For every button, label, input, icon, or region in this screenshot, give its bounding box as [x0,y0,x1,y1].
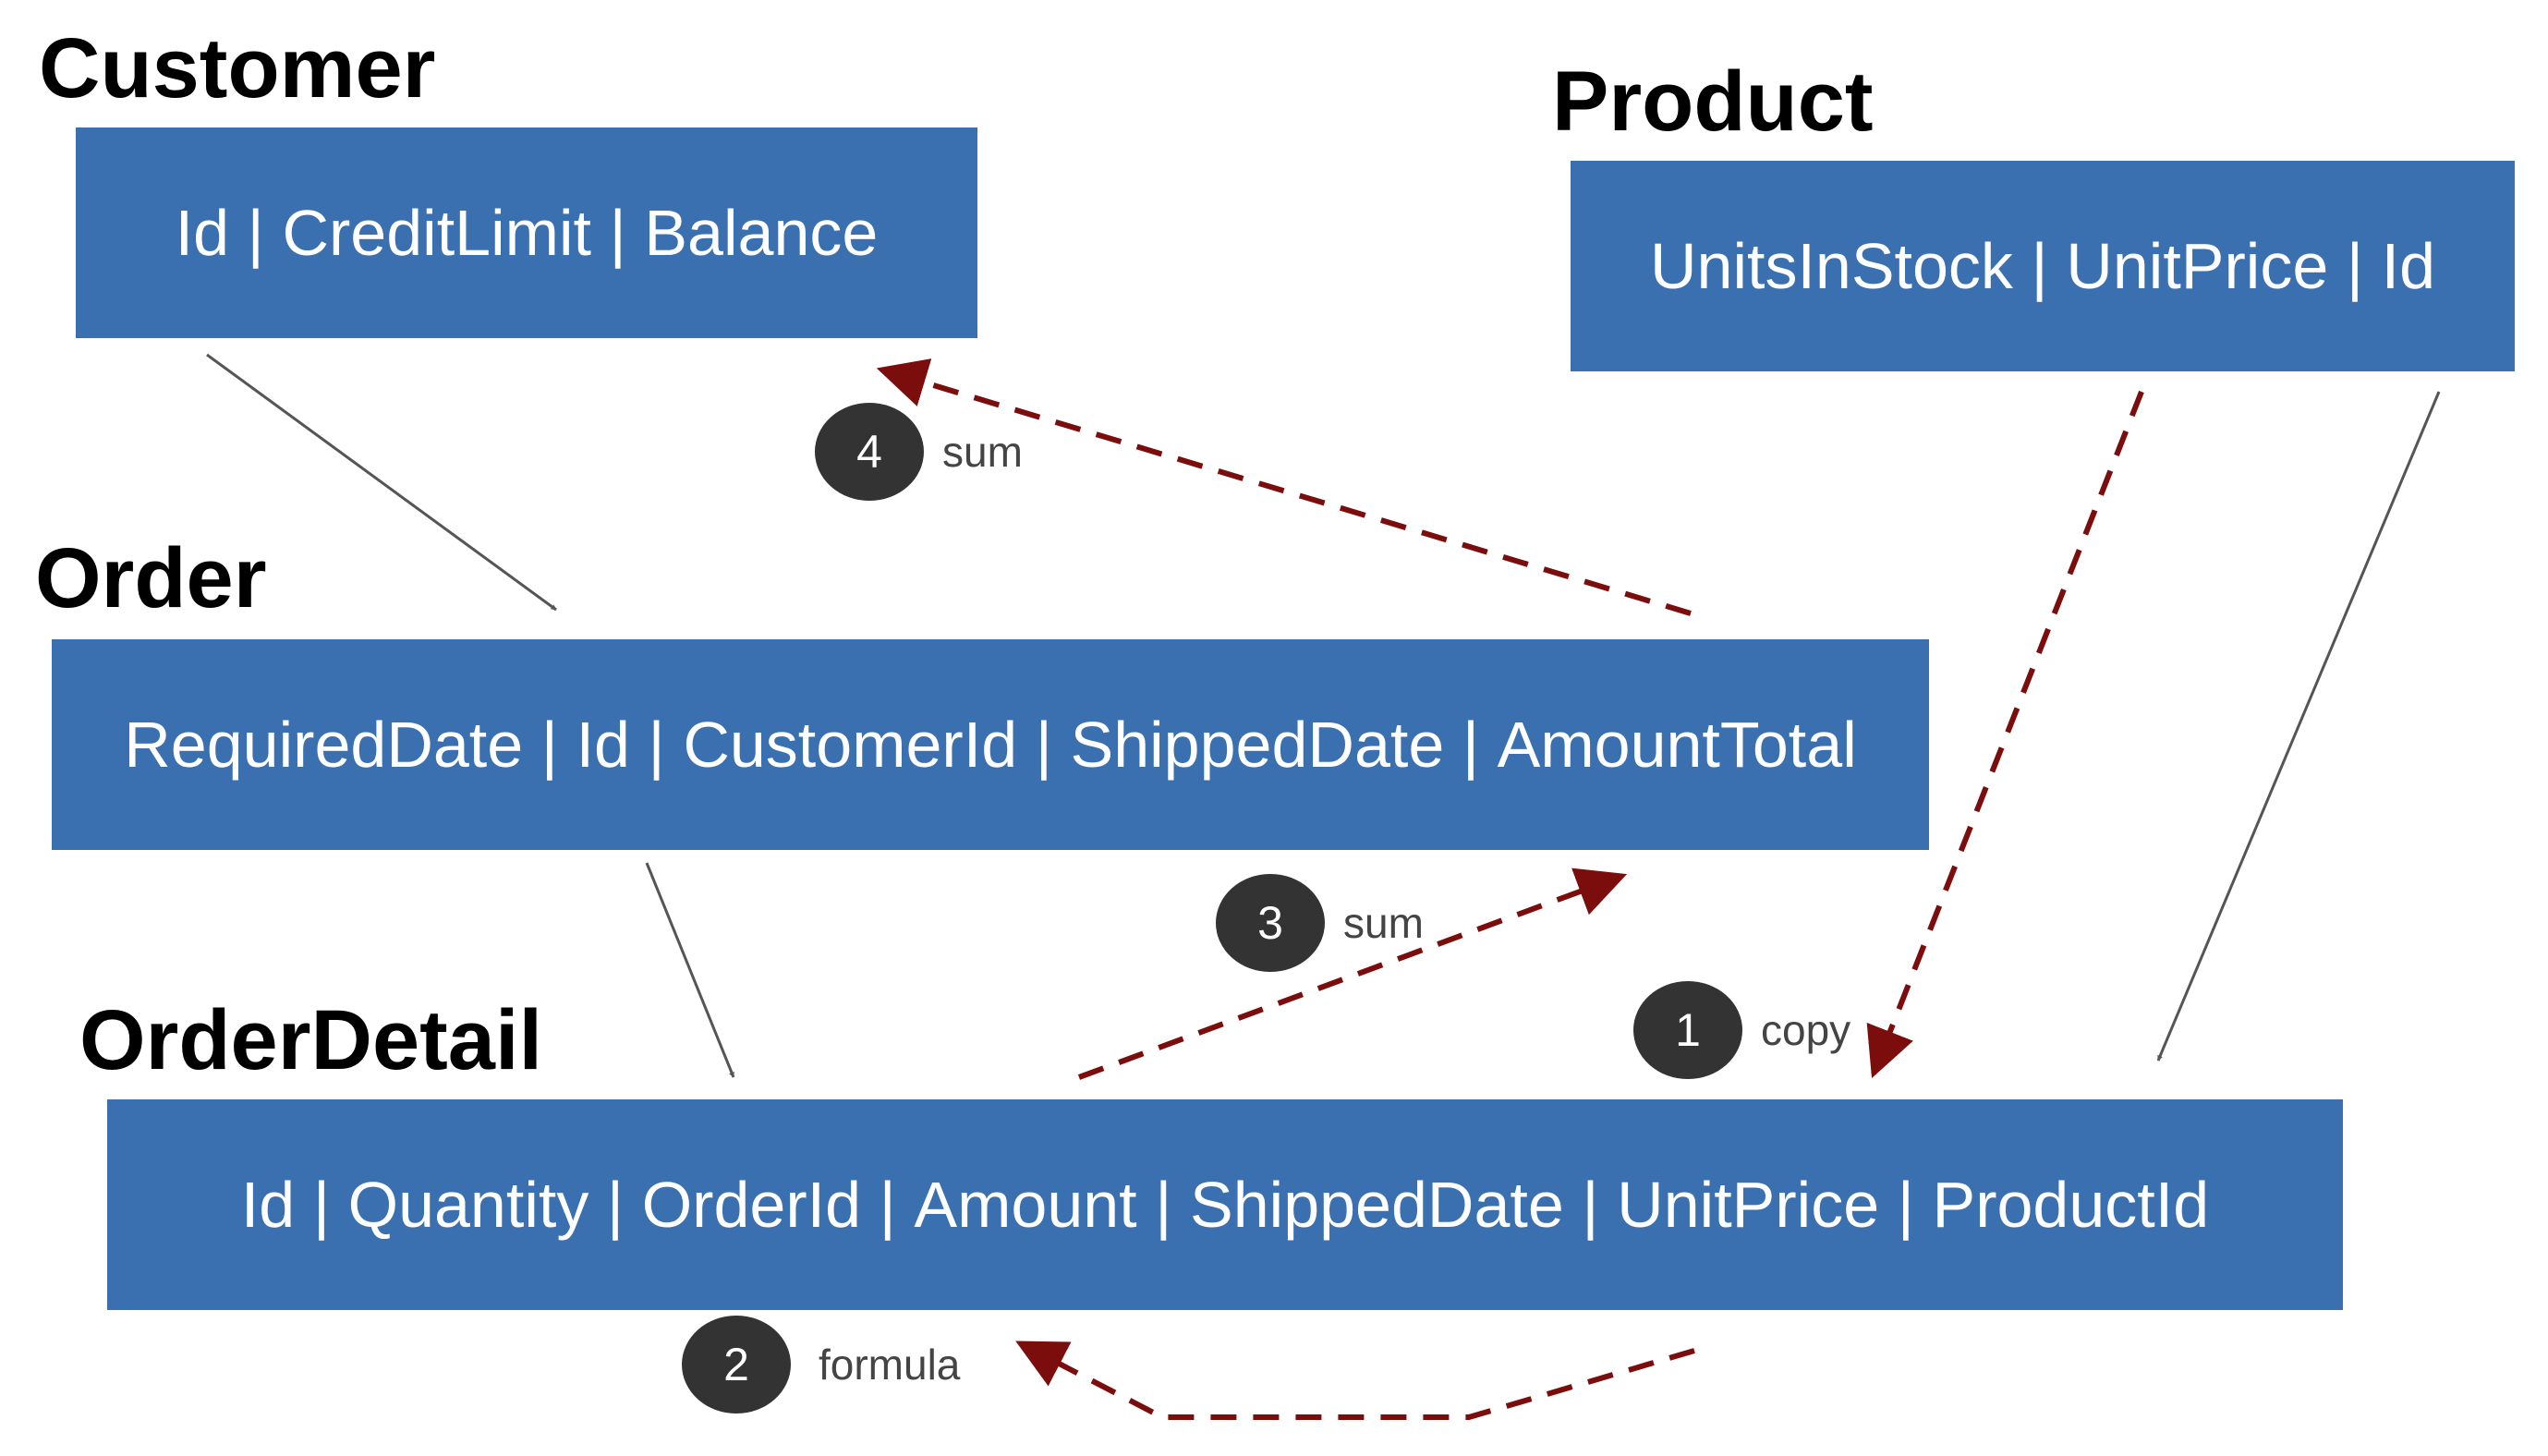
order-entity-title: Order [35,531,267,625]
field-unitprice: UnitPrice [2066,230,2329,302]
field-requireddate: RequiredDate [124,709,524,781]
field-separator: | [879,1169,896,1241]
step-2-formula: 2 formula [682,1316,960,1414]
field-unitprice: UnitPrice [1617,1169,1880,1241]
field-amount: Amount [914,1169,1137,1241]
step-label: sum [1343,899,1424,947]
field-balance: Balance [644,197,879,269]
orderdetail-entity-box: Id|Quantity|OrderId|Amount|ShippedDate|U… [107,1099,2343,1310]
field-amounttotal: AmountTotal [1497,709,1857,781]
step-1-copy: 1 copy [1633,981,1850,1079]
order-entity-box: RequiredDate|Id|CustomerId|ShippedDate|A… [52,639,1929,850]
customer-to-order-relationship-arrow [206,353,557,612]
field-id: Id [576,709,630,781]
field-separator: | [1897,1169,1914,1241]
step-number-badge: 4 [815,403,924,501]
step-number-badge: 2 [682,1316,791,1414]
step-4-sum: 4 sum [815,403,1023,501]
field-customerid: CustomerId [683,709,1018,781]
order-to-orderdetail-relationship-arrow [645,862,735,1078]
product-entity-title: Product [1552,55,1874,149]
field-productid: ProductId [1932,1169,2210,1241]
product-entity-box: UnitsInStock|UnitPrice|Id [1571,161,2515,371]
field-separator: | [540,709,558,781]
sum-amounttotal-arrow [1077,868,1628,1080]
field-orderid: OrderId [641,1169,862,1241]
field-creditlimit: CreditLimit [282,197,591,269]
field-separator: | [1462,709,1480,781]
copy-unitprice-arrow [1866,390,2144,1079]
field-id: Id [175,197,230,269]
customer-entity-box: Id|CreditLimit|Balance [76,127,977,338]
field-quantity: Quantity [347,1169,589,1241]
field-separator: | [312,1169,331,1241]
field-separator: | [2031,230,2048,302]
step-label: formula [819,1341,961,1389]
product-to-orderdetail-relationship-arrow [2156,391,2441,1062]
step-label: copy [1761,1006,1851,1054]
step-3-sum: 3 sum [1216,874,1424,972]
field-shippeddate: ShippedDate [1070,709,1445,781]
field-id: Id [2381,230,2436,302]
field-separator: | [247,197,264,269]
field-shippeddate: ShippedDate [1190,1169,1564,1241]
orderdetail-entity-title: OrderDetail [79,993,543,1087]
field-separator: | [648,709,665,781]
field-separator: | [609,197,626,269]
sum-balance-arrow [876,358,1692,616]
customer-entity-title: Customer [39,21,436,115]
field-separator: | [1582,1169,1599,1241]
step-number-badge: 3 [1216,874,1325,972]
formula-amount-arrow [1015,1341,1695,1420]
step-number-badge: 1 [1633,981,1742,1079]
field-id: Id [240,1169,296,1241]
field-separator: | [606,1169,625,1241]
field-unitsinstock: UnitsInStock [1649,230,2013,302]
field-separator: | [2346,230,2364,302]
field-separator: | [1155,1169,1172,1241]
field-separator: | [1035,709,1052,781]
step-label: sum [942,428,1023,476]
